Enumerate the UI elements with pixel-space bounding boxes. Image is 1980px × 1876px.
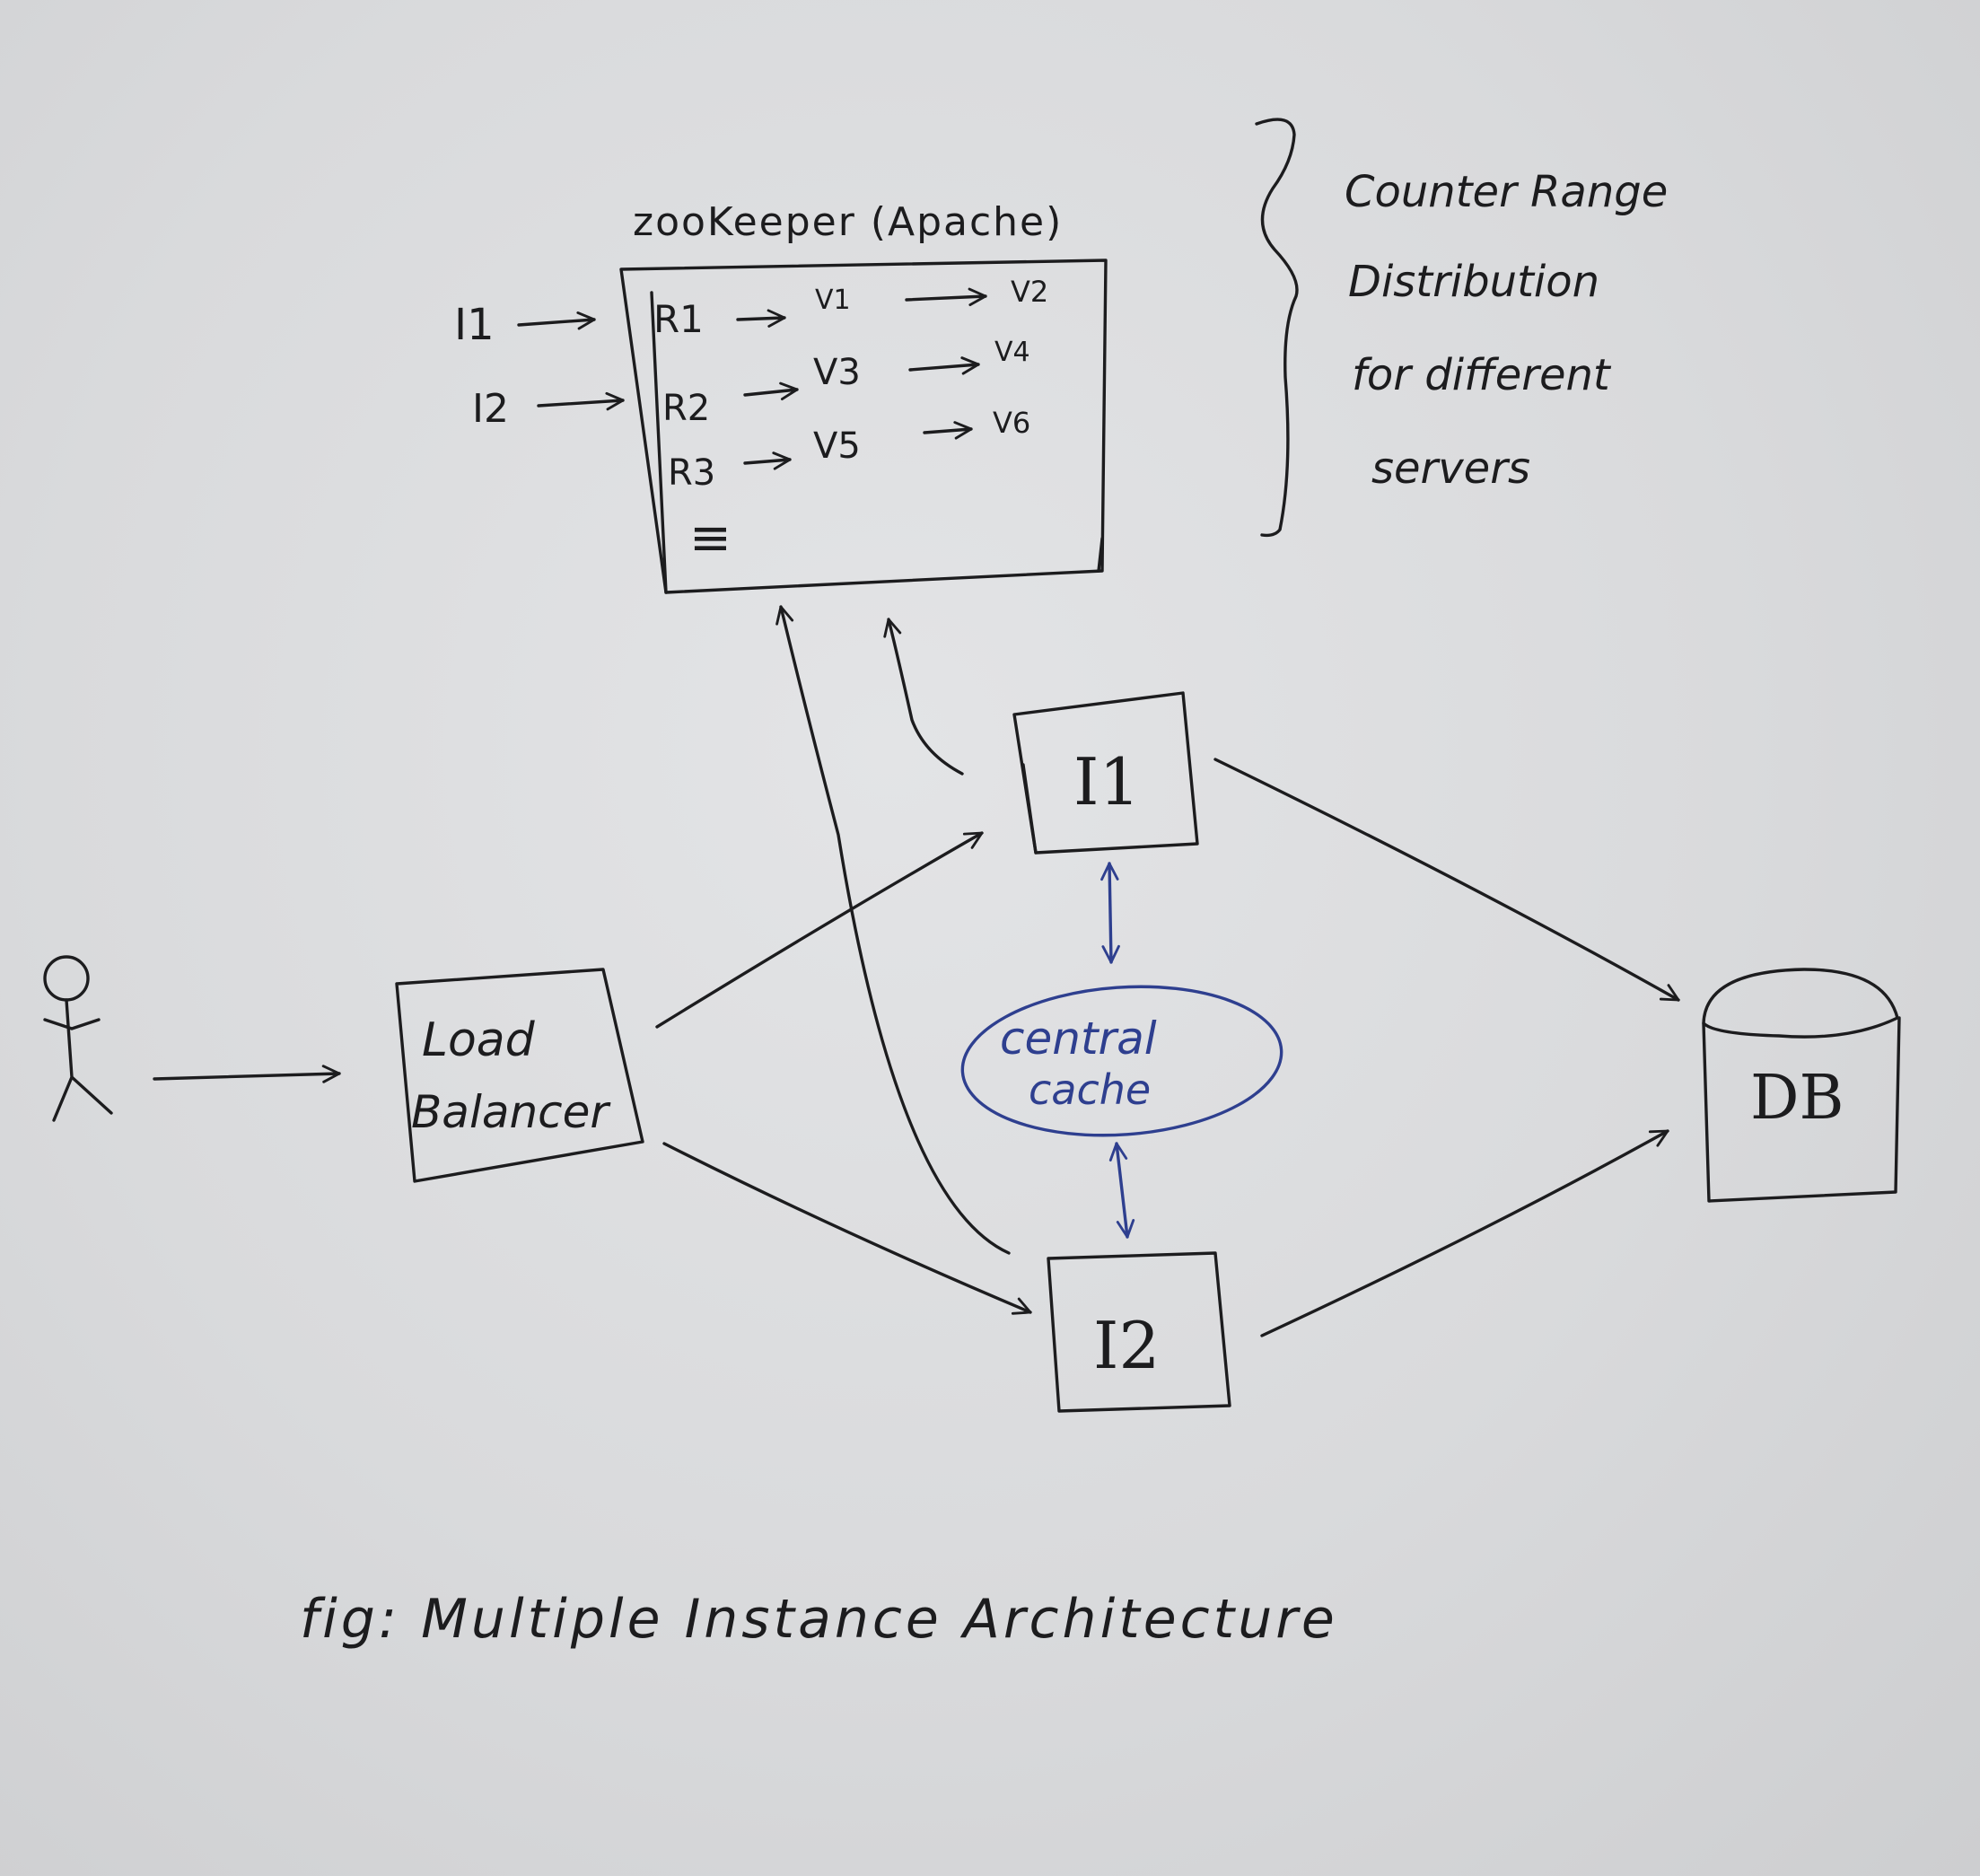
figure-caption: fig: Multiple Instance Architecture — [300, 1588, 1338, 1651]
i1-cache-arrow — [1100, 862, 1120, 964]
zookeeper-group: zooKeeper (Apache) I1 I2 R1 V1 V2 R2 V3 … — [454, 199, 1108, 594]
zookeeper-box-inner-edge — [650, 291, 668, 594]
zk-row-2-start: V3 — [813, 352, 861, 393]
load-balancer-node: Load Balancer — [395, 968, 644, 1183]
zk-input-label-1: I1 — [454, 300, 495, 350]
central-cache-node: central cache — [960, 985, 1283, 1137]
zk-row-1-range: R1 — [653, 297, 704, 341]
i2-to-db-arrow — [1260, 1129, 1669, 1337]
zk-more-rows: ≡ — [689, 509, 732, 567]
zk-row-3-end: V6 — [993, 406, 1030, 440]
lb-to-i2-arrow — [662, 1142, 1032, 1315]
load-balancer-label-1: Load — [422, 1013, 536, 1067]
zk-row-1-start: V1 — [815, 285, 851, 316]
zk-row-3-start: V5 — [813, 425, 861, 467]
zk-row-2-arrow-b — [908, 356, 980, 375]
zk-row-3-arrow-a — [743, 451, 792, 470]
annotation-line-2: Distribution — [1348, 257, 1599, 307]
zk-row-1-arrow-b — [905, 287, 987, 307]
zk-input-label-2: I2 — [472, 386, 509, 432]
zk-row-3-range: R3 — [668, 452, 715, 494]
i1-to-zookeeper-arrow — [883, 618, 964, 776]
i2-to-zookeeper-arrow — [775, 605, 1011, 1255]
i1-to-db-arrow — [1213, 758, 1680, 1002]
zookeeper-title: zooKeeper (Apache) — [633, 199, 1063, 245]
load-balancer-label-2: Balancer — [411, 1086, 611, 1138]
annotation-group: Counter Range Distribution for different… — [1255, 118, 1668, 538]
annotation-line-1: Counter Range — [1345, 167, 1668, 217]
instance-2-label: I2 — [1093, 1308, 1160, 1383]
database-label: DB — [1750, 1063, 1844, 1134]
annotation-brace — [1255, 118, 1299, 538]
zk-input-arrow-2 — [537, 391, 625, 411]
cache-i2-arrow — [1108, 1142, 1135, 1239]
database-node: DB — [1702, 968, 1901, 1203]
instance-2-node: I2 — [1047, 1251, 1231, 1413]
user-icon — [43, 955, 113, 1122]
zookeeper-box — [619, 259, 1108, 594]
zk-row-2-end: V4 — [994, 337, 1030, 368]
central-cache-label-1: central — [1000, 1013, 1157, 1065]
zk-row-2-range: R2 — [662, 388, 710, 429]
instance-1-label: I1 — [1073, 744, 1140, 820]
zk-row-3-arrow-b — [923, 421, 973, 440]
annotation-line-3: for different — [1352, 350, 1612, 400]
user-to-lb-arrow — [153, 1065, 341, 1083]
lb-to-i1-arrow — [655, 831, 984, 1029]
zk-row-1-arrow-a — [736, 309, 786, 328]
annotation-line-4: servers — [1371, 443, 1530, 494]
instance-1-node: I1 — [1012, 691, 1199, 855]
zookeeper-box-tick — [1097, 537, 1104, 573]
central-cache-label-2: cache — [1029, 1065, 1151, 1114]
zk-row-2-arrow-a — [743, 381, 799, 400]
zk-row-1-end: V2 — [1011, 275, 1048, 309]
zk-input-arrow-1 — [517, 311, 596, 330]
